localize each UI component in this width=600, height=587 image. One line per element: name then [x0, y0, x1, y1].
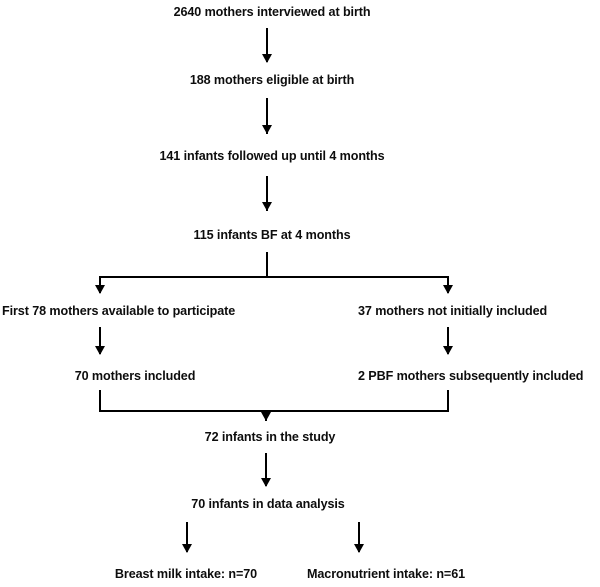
node-mothers-included: 70 mothers included: [74, 369, 196, 383]
node-first-available-mothers: First 78 mothers available to participat…: [2, 304, 236, 318]
connector-line-followed-bf: [266, 176, 268, 211]
node-mothers-not-initially-included: 37 mothers not initially included: [358, 304, 548, 318]
connector-drop-right-branch: [447, 276, 449, 293]
connector-drop-left-branch: [99, 276, 101, 293]
arrowhead-first-available-included: [95, 346, 105, 355]
node-mothers-eligible: 188 mothers eligible at birth: [189, 73, 355, 87]
connector-line-analysis-breast-milk: [186, 522, 188, 552]
node-mothers-interviewed: 2640 mothers interviewed at birth: [173, 5, 371, 19]
connector-line-first-available-included: [99, 327, 101, 354]
connector-riser-right-merge: [447, 390, 449, 412]
connector-line-not-included-pbf: [447, 327, 449, 354]
node-infants-followed-up: 141 infants followed up until 4 months: [159, 149, 385, 163]
connector-line-study-analysis: [265, 453, 267, 486]
connector-bar-merge: [99, 410, 449, 412]
arrowhead-left-branch: [95, 285, 105, 294]
connector-stem-bf-split: [266, 252, 268, 278]
arrowhead-not-included-pbf: [443, 346, 453, 355]
arrowhead-analysis-breast-milk: [182, 544, 192, 553]
node-infants-bf-four-months: 115 infants BF at 4 months: [193, 228, 351, 242]
node-breast-milk-intake: Breast milk intake: n=70: [114, 567, 258, 581]
arrowhead-analysis-macronutrient: [354, 544, 364, 553]
connector-line-analysis-macronutrient: [358, 522, 360, 552]
node-infants-in-study: 72 infants in the study: [204, 430, 336, 444]
connector-riser-left-merge: [99, 390, 101, 412]
arrowhead-right-branch: [443, 285, 453, 294]
node-pbf-mothers-subsequently-included: 2 PBF mothers subsequently included: [358, 369, 584, 383]
connector-line-interviewed-eligible: [266, 28, 268, 62]
connector-bar-bf-split: [99, 276, 448, 278]
node-infants-in-data-analysis: 70 infants in data analysis: [191, 497, 345, 511]
node-macronutrient-intake: Macronutrient intake: n=61: [306, 567, 466, 581]
arrowhead-eligible-followed: [262, 125, 272, 134]
arrowhead-followed-bf: [262, 202, 272, 211]
arrowhead-merge-study: [261, 412, 271, 421]
arrowhead-interviewed-eligible: [262, 54, 272, 63]
arrowhead-study-analysis: [261, 478, 271, 487]
connector-line-eligible-followed: [266, 98, 268, 134]
